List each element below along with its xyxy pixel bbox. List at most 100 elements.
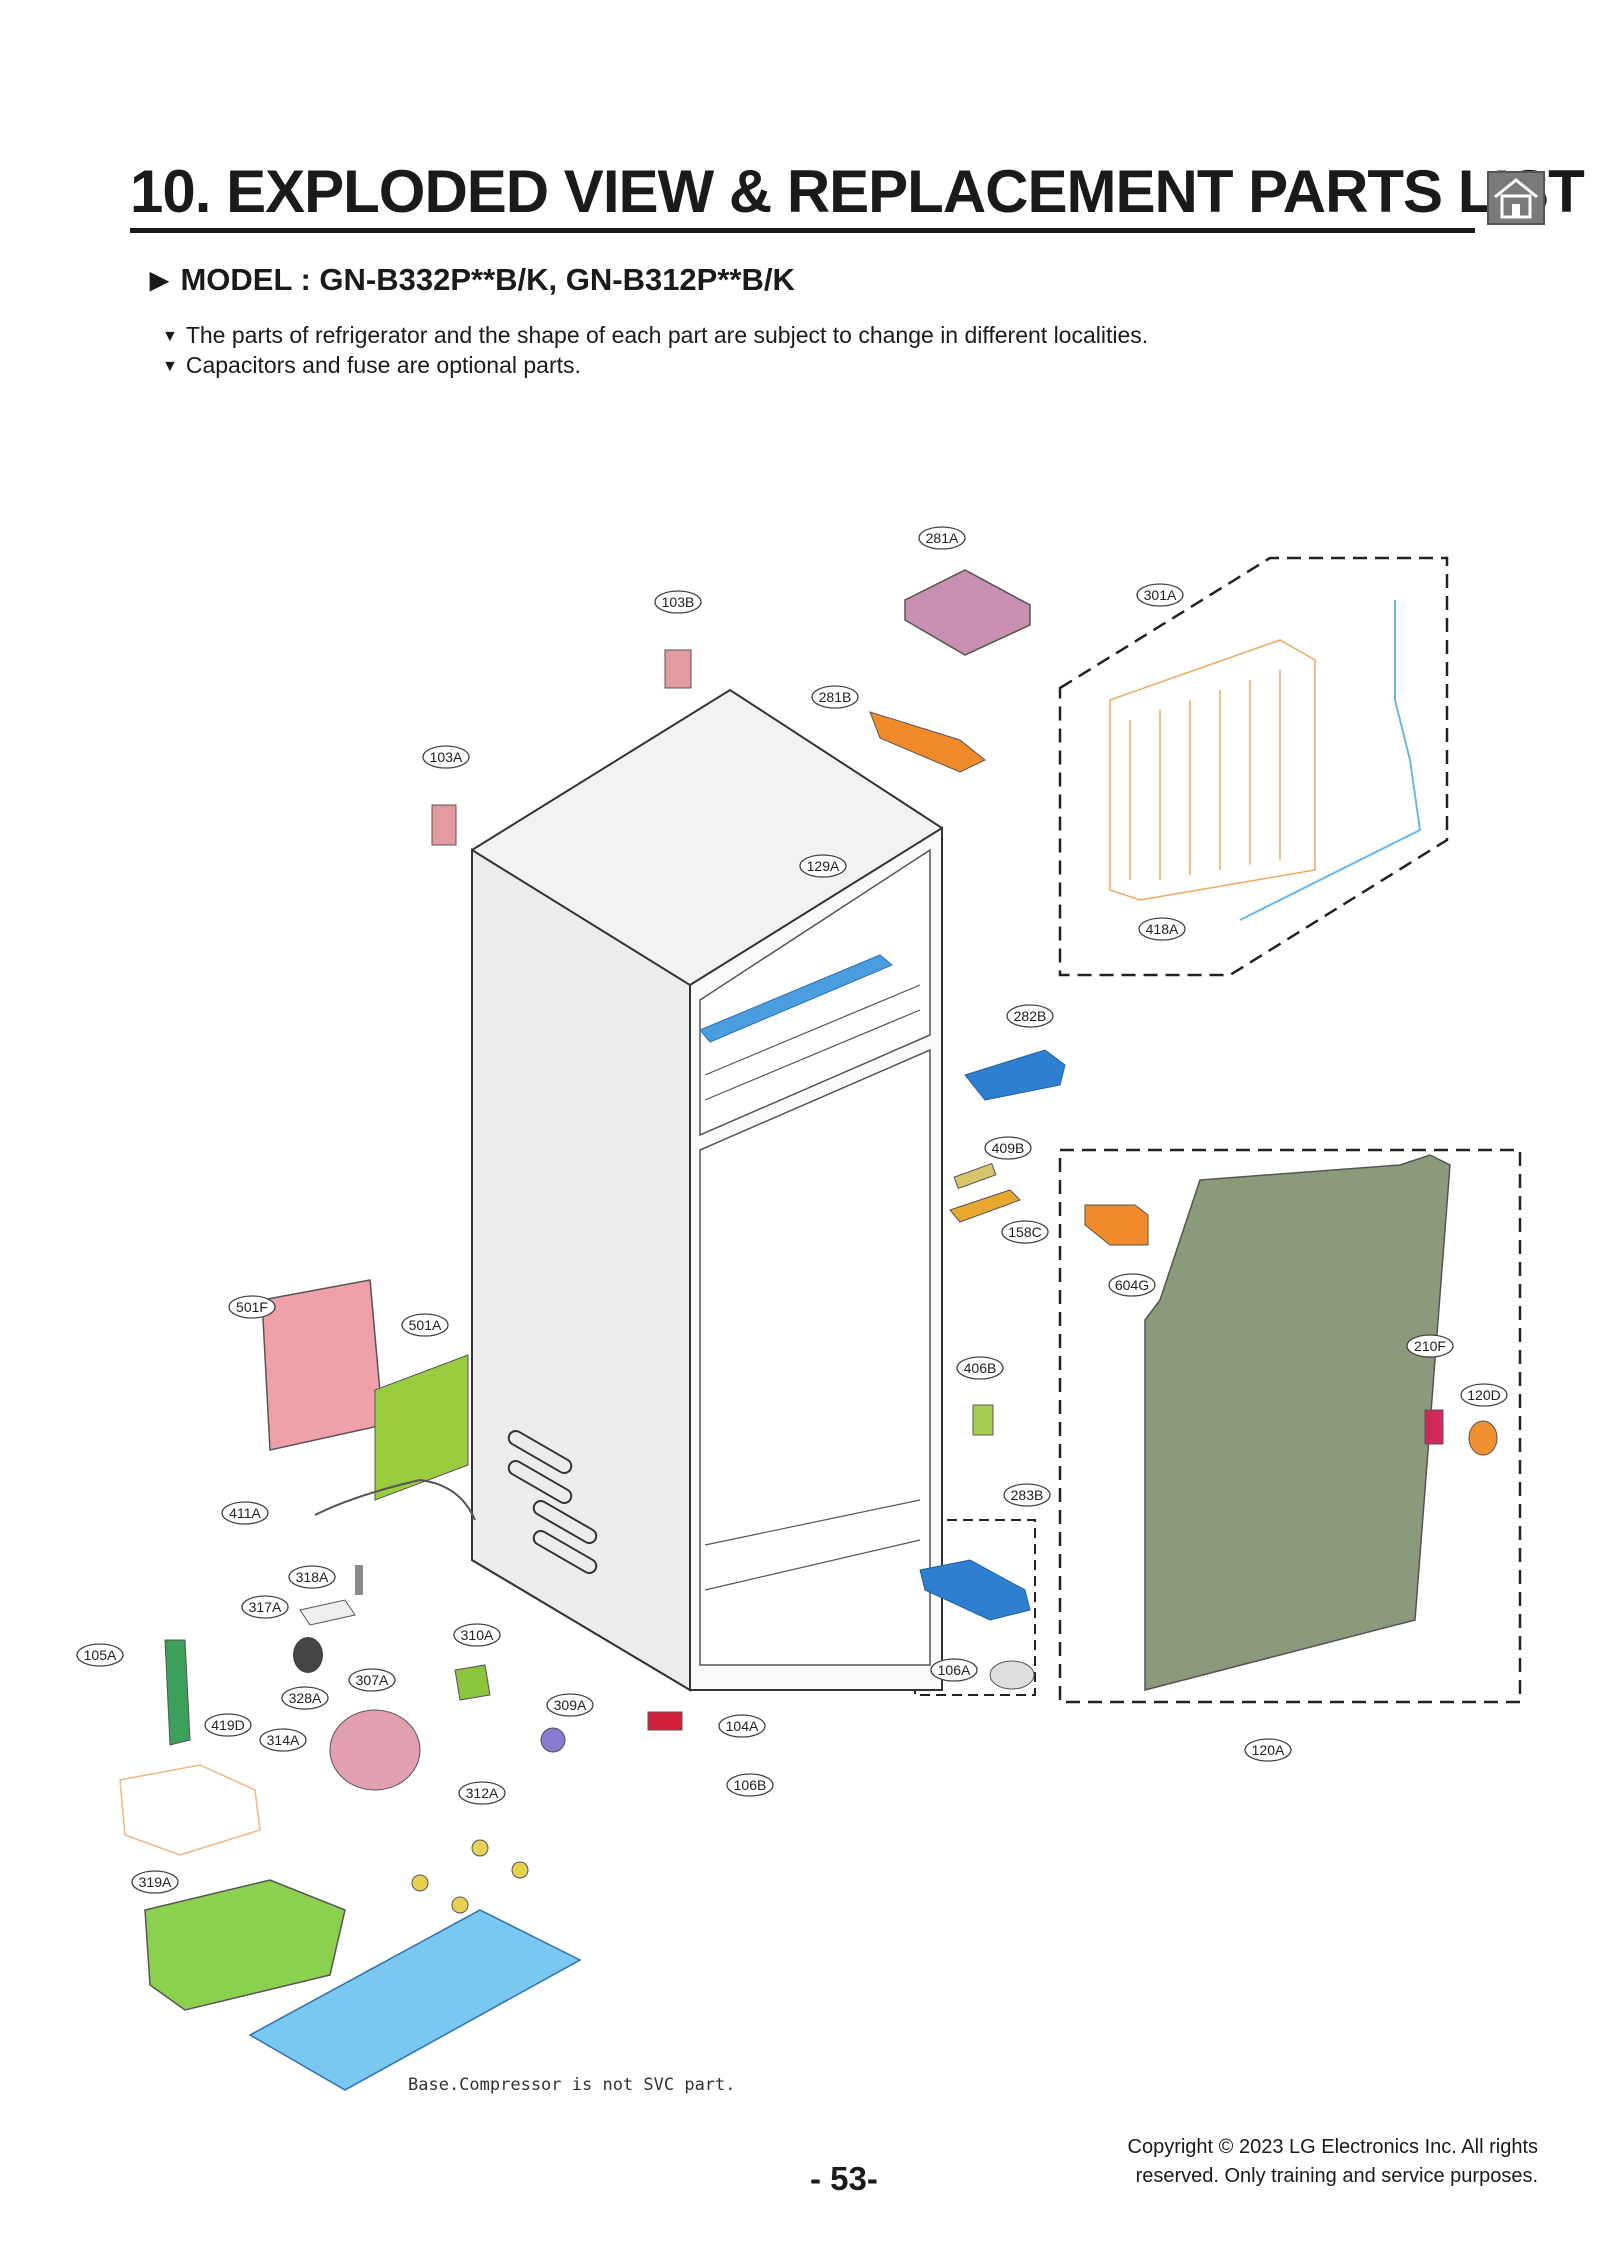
- callout-text: 103B: [662, 594, 695, 610]
- callout-text: 409B: [992, 1140, 1025, 1156]
- part-120A-cover: [1144, 1154, 1451, 1691]
- part-501A-pcb: [374, 1354, 469, 1501]
- title-underline: [130, 228, 1475, 233]
- copyright-line: Copyright © 2023 LG Electronics Inc. All…: [1127, 2136, 1538, 2158]
- part-409B-label: [953, 1162, 997, 1190]
- callout-text: 281B: [819, 689, 852, 705]
- model-text: MODEL : GN-B332P**B/K, GN-B312P**B/K: [180, 262, 795, 297]
- callout-409B: 409B: [984, 1136, 1032, 1160]
- callout-text: 501F: [236, 1299, 268, 1315]
- part-281B-bracket: [869, 711, 986, 773]
- callout-604G: 604G: [1108, 1273, 1156, 1297]
- part-312A-mounts: [411, 1839, 529, 1914]
- evaporator-group-frame: [1058, 556, 1449, 977]
- part-282B-hinge: [964, 1049, 1066, 1101]
- callout-314A: 314A: [259, 1728, 307, 1752]
- callout-210F: 210F: [1406, 1334, 1454, 1358]
- callout-281B: 281B: [811, 685, 859, 709]
- callout-307A: 307A: [348, 1668, 396, 1692]
- callout-418A: 418A: [1138, 917, 1186, 941]
- part-406B-cap: [972, 1404, 994, 1436]
- callout-419D: 419D: [204, 1713, 252, 1737]
- callout-129A: 129A: [799, 854, 847, 878]
- triangle-down-icon: ▼: [162, 358, 178, 375]
- part-319A-tray: [144, 1879, 346, 2011]
- copyright-block: Copyright © 2023 LG Electronics Inc. All…: [1128, 2133, 1538, 2191]
- callout-text: 103A: [430, 749, 463, 765]
- part-120D-knob: [1468, 1420, 1498, 1456]
- callout-text: 120D: [1467, 1387, 1500, 1403]
- part-501F-cover: [261, 1279, 384, 1451]
- callout-text: 301A: [1144, 587, 1177, 603]
- callout-text: 105A: [84, 1647, 117, 1663]
- part-317A-clip: [299, 1599, 356, 1626]
- callout-103B: 103B: [654, 590, 702, 614]
- callout-120D: 120D: [1460, 1383, 1508, 1407]
- callout-text: 328A: [289, 1690, 322, 1706]
- callout-text: 309A: [554, 1697, 587, 1713]
- part-328A-grommet: [293, 1637, 323, 1673]
- callout-406B: 406B: [956, 1356, 1004, 1380]
- home-button[interactable]: [1487, 171, 1545, 225]
- callout-text: 307A: [356, 1672, 389, 1688]
- callout-106A: 106A: [930, 1658, 978, 1682]
- note-text: The parts of refrigerator and the shape …: [185, 322, 1149, 348]
- part-312A-base: [248, 1909, 582, 2091]
- callout-312A: 312A: [458, 1781, 506, 1805]
- callout-text: 312A: [466, 1785, 499, 1801]
- callout-158C: 158C: [1001, 1220, 1049, 1244]
- callout-text: 310A: [461, 1627, 494, 1643]
- callout-501A: 501A: [401, 1313, 449, 1337]
- callout-281A: 281A: [918, 526, 966, 550]
- callout-328A: 328A: [281, 1686, 329, 1710]
- part-309A-capacitor: [540, 1727, 566, 1753]
- callout-text: 106A: [938, 1662, 971, 1678]
- service-note: Base.Compressor is not SVC part.: [408, 2075, 736, 2095]
- callout-text: 318A: [296, 1569, 329, 1585]
- callout-106B: 106B: [726, 1773, 774, 1797]
- cover-group-frame: [1058, 1148, 1522, 1704]
- callout-501F: 501F: [228, 1295, 276, 1319]
- part-210F-sensor: [1424, 1409, 1444, 1445]
- callout-310A: 310A: [453, 1623, 501, 1647]
- part-103A-hinge: [431, 804, 457, 846]
- part-106A-foot: [989, 1660, 1035, 1690]
- model-heading: ▶ MODEL : GN-B332P**B/K, GN-B312P**B/K: [150, 262, 795, 298]
- callout-text: 210F: [1414, 1338, 1446, 1354]
- callout-text: 104A: [726, 1718, 759, 1734]
- callout-text: 283B: [1011, 1487, 1044, 1503]
- callout-319A: 319A: [131, 1870, 179, 1894]
- part-318A-clip: [355, 1565, 363, 1595]
- triangle-right-icon: ▶: [150, 267, 169, 294]
- callout-text: 501A: [409, 1317, 442, 1333]
- callout-text: 406B: [964, 1360, 997, 1376]
- callout-text: 317A: [249, 1599, 282, 1615]
- part-129A-rail: [699, 954, 893, 1043]
- callout-283B: 283B: [1003, 1483, 1051, 1507]
- part-283B-hinge: [919, 1559, 1031, 1621]
- callout-301A: 301A: [1136, 583, 1184, 607]
- part-104A-hinge: [647, 1711, 683, 1731]
- note-item: ▼ Capacitors and fuse are optional parts.: [162, 352, 581, 379]
- part-411A-cord: [314, 1478, 476, 1521]
- triangle-down-icon: ▼: [162, 328, 178, 345]
- note-text: Capacitors and fuse are optional parts.: [185, 352, 581, 378]
- callout-text: 314A: [267, 1732, 300, 1748]
- callout-text: 106B: [734, 1777, 767, 1793]
- callout-text: 418A: [1146, 921, 1179, 937]
- part-281A-cover: [904, 569, 1031, 656]
- page-number: - 53-: [810, 2160, 878, 2197]
- callout-317A: 317A: [241, 1595, 289, 1619]
- copyright-line: reserved. Only training and service purp…: [1135, 2165, 1538, 2187]
- callout-text: 120A: [1252, 1742, 1285, 1758]
- page-title: 10. EXPLODED VIEW & REPLACEMENT PARTS LI…: [130, 158, 1585, 225]
- note-item: ▼ The parts of refrigerator and the shape…: [162, 322, 1148, 349]
- callout-411A: 411A: [221, 1501, 269, 1525]
- part-419D-tray: [119, 1764, 261, 1856]
- callout-text: 604G: [1115, 1277, 1149, 1293]
- callout-text: 411A: [229, 1505, 261, 1521]
- callout-text: 419D: [211, 1717, 244, 1733]
- part-105A-hose: [164, 1639, 191, 1746]
